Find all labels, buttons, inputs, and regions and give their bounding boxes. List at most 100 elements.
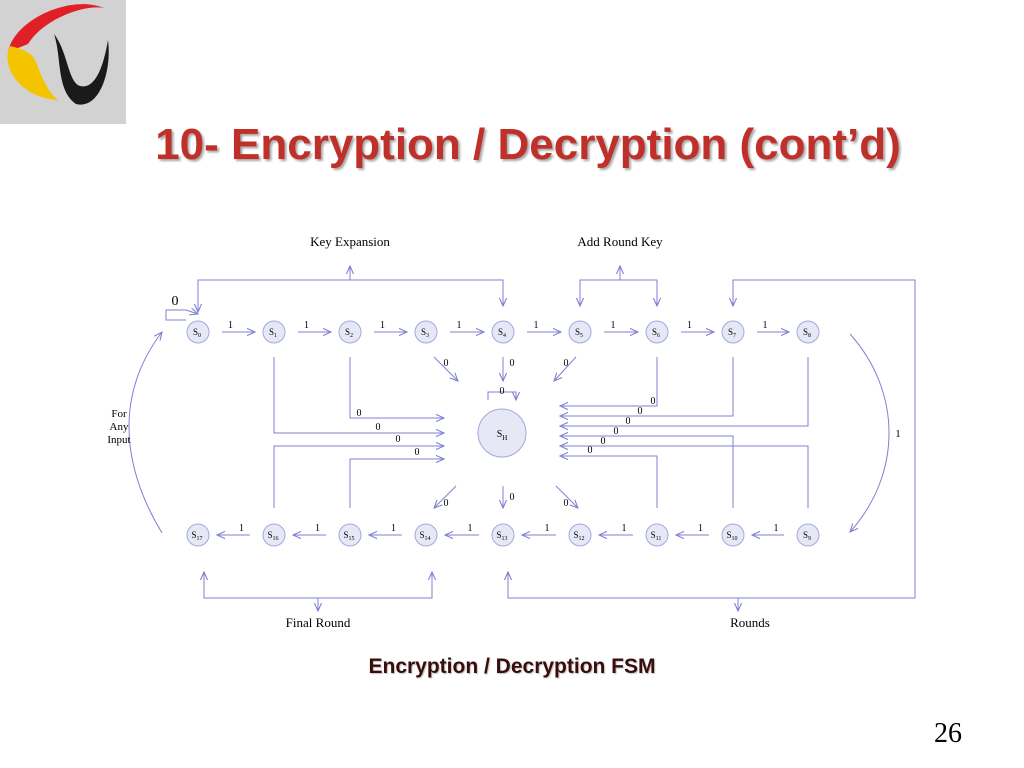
- zero-from-s13-label: 0: [510, 492, 515, 503]
- state-s16: [262, 523, 286, 547]
- transition-bottom-4-label: 1: [468, 523, 473, 534]
- state-s8: [796, 320, 820, 344]
- state-s7: [721, 320, 745, 344]
- zero-from-s10: [560, 436, 734, 508]
- for-any-input-line1: For: [111, 408, 127, 420]
- transition-bottom-1-label: 1: [239, 523, 244, 534]
- zero-from-s11: [560, 456, 658, 508]
- for-any-input-line3: Input: [107, 434, 130, 446]
- state-s8-label: S8: [803, 327, 811, 339]
- rounds-label: Rounds: [730, 615, 770, 630]
- state-s9-label: S9: [803, 530, 811, 542]
- zero-from-s4-label: 0: [510, 358, 515, 369]
- state-s3: [414, 320, 438, 344]
- s0-self-loop-label: 0: [172, 294, 179, 309]
- transition-top-7-label: 1: [763, 320, 768, 331]
- final-round-bracket: [204, 572, 432, 599]
- state-s10-label: S10: [726, 530, 737, 542]
- transition-top-6-label: 1: [687, 320, 692, 331]
- state-s4: [491, 320, 515, 344]
- zero-from-s5-label: 0: [564, 358, 569, 369]
- state-s5-label: S5: [575, 327, 583, 339]
- state-s7-label: S7: [728, 327, 736, 339]
- state-s16-label: S16: [267, 530, 278, 542]
- state-s17: [186, 523, 210, 547]
- zero-from-s16-label: 0: [396, 434, 401, 445]
- state-s11: [645, 523, 669, 547]
- zero-from-s1-label: 0: [376, 422, 381, 433]
- state-s12: [568, 523, 592, 547]
- state-s4-label: S4: [498, 327, 506, 339]
- state-s6-label: S6: [652, 327, 660, 339]
- for-any-input-line2: Any: [110, 421, 129, 433]
- state-sh: [477, 408, 527, 458]
- university-logo: [0, 0, 126, 124]
- state-s2-label: S2: [345, 327, 353, 339]
- zero-from-s15-label: 0: [415, 447, 420, 458]
- state-s3-label: S3: [421, 327, 429, 339]
- state-s0: [186, 320, 210, 344]
- zero-from-s7: [560, 357, 734, 416]
- zero-from-s12-label: 0: [564, 498, 569, 509]
- state-s5: [568, 320, 592, 344]
- state-s15-label: S15: [343, 530, 354, 542]
- page-number: 26: [934, 718, 962, 749]
- zero-from-s12: [555, 485, 578, 508]
- return-to-s0-curve: [128, 332, 162, 534]
- zero-from-s6: [560, 357, 658, 406]
- state-s14: [414, 523, 438, 547]
- state-s11-label: S11: [651, 530, 662, 542]
- add-round-key-bracket: [580, 279, 657, 306]
- zero-from-s8-label: 0: [626, 416, 631, 427]
- state-s17-label: S17: [191, 530, 202, 542]
- sh-self-loop: [487, 391, 516, 400]
- transition-bottom-8-label: 1: [774, 523, 779, 534]
- zero-from-s2-label: 0: [357, 408, 362, 419]
- transition-bottom-3-label: 1: [391, 523, 396, 534]
- transition-top-4-label: 1: [534, 320, 539, 331]
- s8-to-s9-curve: [850, 333, 890, 532]
- transition-top-0-label: 1: [228, 320, 233, 331]
- state-s15: [338, 523, 362, 547]
- transition-top-2-label: 1: [380, 320, 385, 331]
- zero-from-s8: [560, 357, 809, 426]
- zero-from-s1: [273, 357, 444, 433]
- sh-self-loop-label: 0: [500, 386, 505, 397]
- key-expansion-bracket: [198, 279, 503, 312]
- zero-from-s14: [434, 485, 457, 508]
- zero-from-s6-label: 0: [651, 396, 656, 407]
- zero-from-s16: [273, 446, 444, 508]
- zero-from-s3: [433, 356, 458, 381]
- transition-top-5-label: 1: [611, 320, 616, 331]
- state-s10: [721, 523, 745, 547]
- state-s0-label: S0: [193, 327, 201, 339]
- zero-from-s7-label: 0: [638, 406, 643, 417]
- state-s1-label: S1: [269, 327, 277, 339]
- state-s13-label: S13: [496, 530, 507, 542]
- transition-bottom-6-label: 1: [622, 523, 627, 534]
- state-s13: [491, 523, 515, 547]
- state-s1: [262, 320, 286, 344]
- zero-from-s5: [554, 356, 577, 381]
- zero-from-s10-label: 0: [614, 426, 619, 437]
- state-sh-label: SH: [497, 429, 508, 442]
- transition-top-3-label: 1: [457, 320, 462, 331]
- figure-caption: Encryption / Decryption FSM: [368, 655, 656, 678]
- transition-bottom-5-label: 1: [545, 523, 550, 534]
- zero-from-s2: [349, 357, 444, 418]
- zero-from-s14-label: 0: [444, 498, 449, 509]
- state-s12-label: S12: [573, 530, 584, 542]
- zero-from-s9: [560, 446, 809, 508]
- key-expansion-label: Key Expansion: [310, 234, 390, 249]
- transition-bottom-2-label: 1: [315, 523, 320, 534]
- state-s6: [645, 320, 669, 344]
- transition-bottom-7-label: 1: [698, 523, 703, 534]
- zero-from-s15: [349, 459, 444, 508]
- wrap-transition-label: 1: [895, 428, 901, 440]
- zero-from-s9-label: 0: [601, 436, 606, 447]
- state-s9: [796, 523, 820, 547]
- add-round-key-label: Add Round Key: [577, 234, 663, 249]
- slide-title: 10- Encryption / Decryption (cont’d): [155, 120, 901, 169]
- s0-self-loop: [165, 310, 198, 321]
